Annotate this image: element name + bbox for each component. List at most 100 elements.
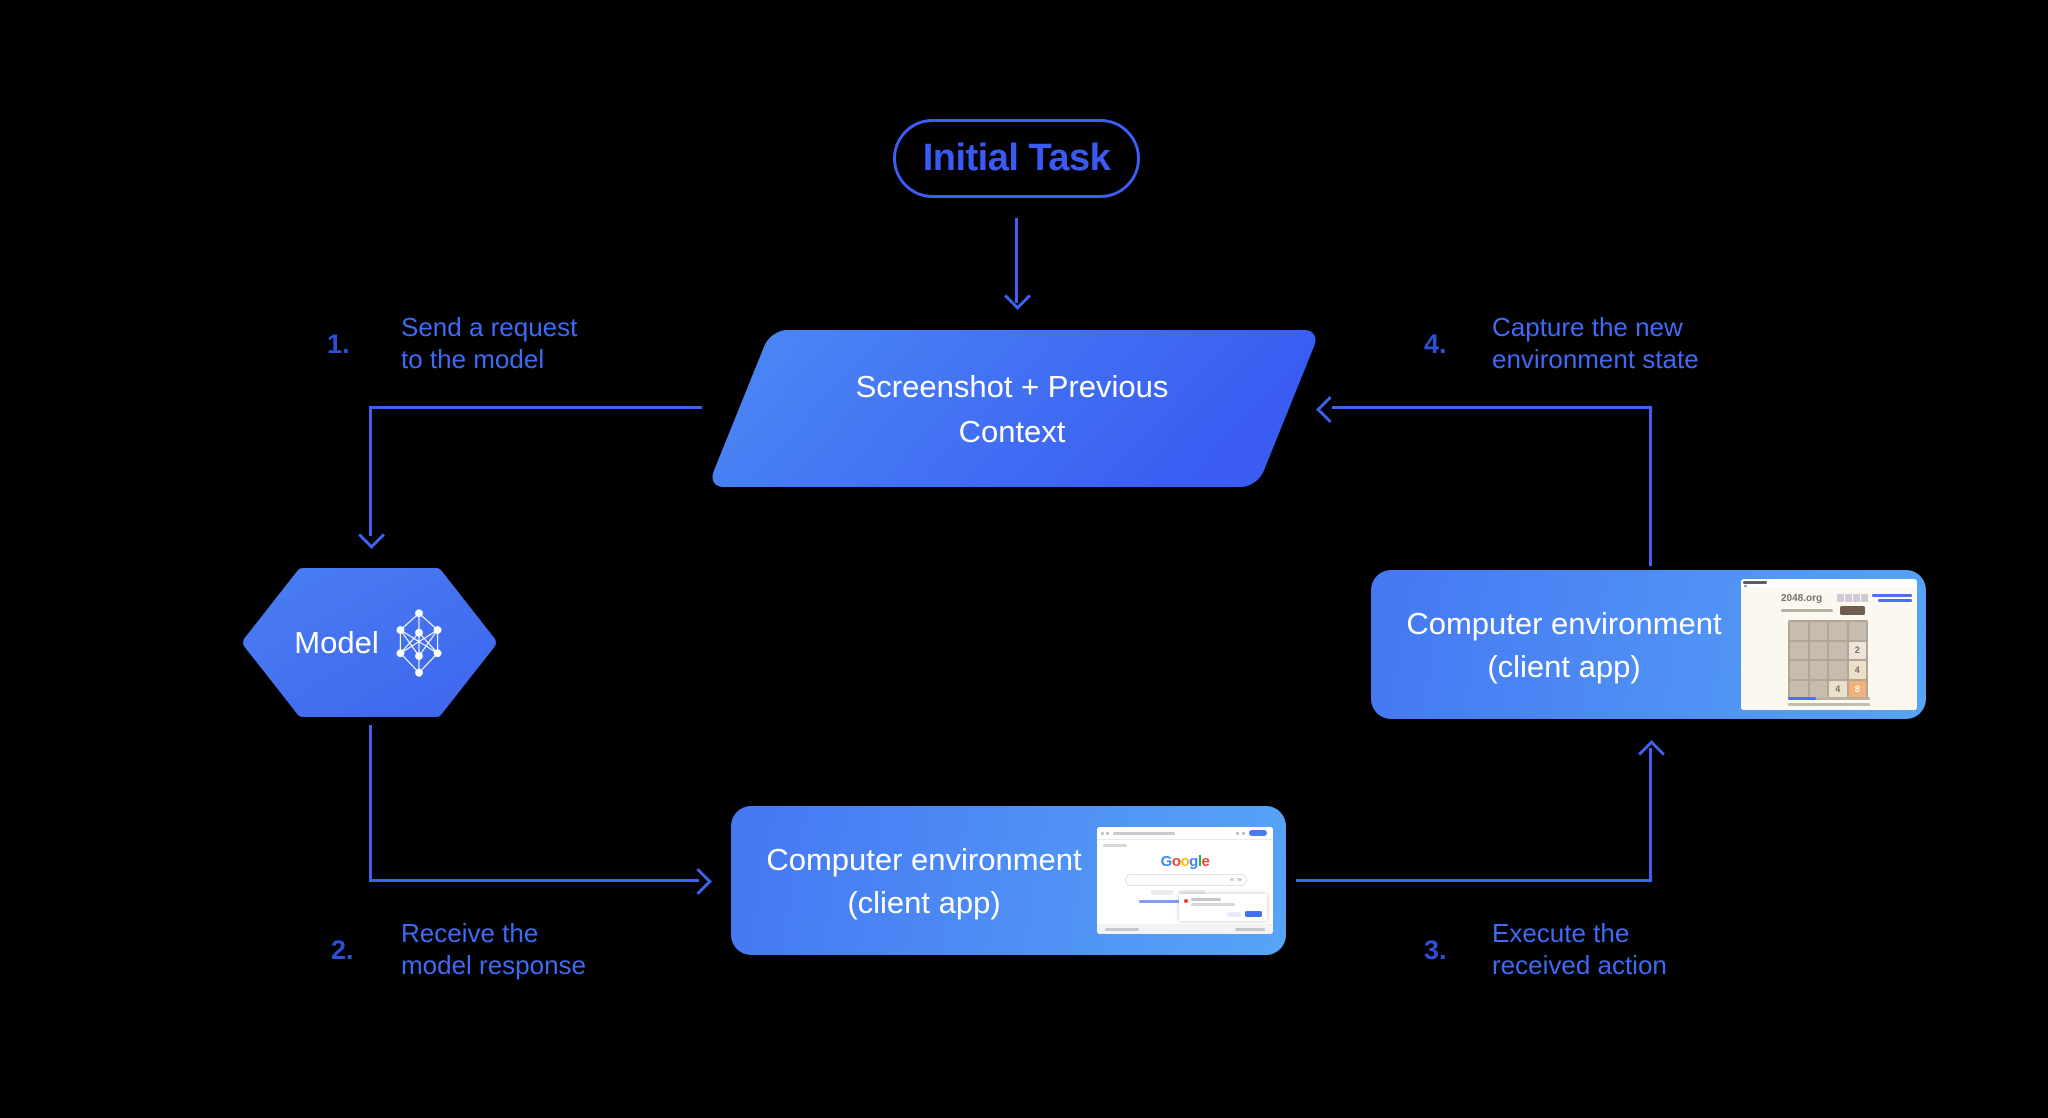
- grid-cell: [1809, 680, 1827, 698]
- cookie-dialog: [1179, 894, 1267, 921]
- arrow-context-to-model-h: [369, 406, 702, 409]
- google-favicon: [1184, 899, 1188, 903]
- grid-cell: [1809, 661, 1827, 679]
- env-bottom-label: Computer environment (client app): [749, 806, 1099, 955]
- score-box: [1845, 594, 1852, 602]
- screenshot-context-label: Screenshot + Previous Context: [705, 330, 1319, 487]
- step-1-label: Send a request to the model: [401, 311, 577, 375]
- cookie-text-line1: [1191, 898, 1221, 901]
- browser-tab-title: [1743, 581, 1767, 584]
- google-screenshot-thumbnail: Google: [1097, 827, 1273, 934]
- env-right-label: Computer environment (client app): [1389, 570, 1739, 719]
- arrow-model-to-env-v: [369, 725, 372, 882]
- grid-cell: [1790, 680, 1808, 698]
- game-page: 2048.org: [1741, 587, 1917, 710]
- header-links2: [1878, 599, 1912, 602]
- apps-icon: [1236, 832, 1239, 835]
- env-right-line2: (client app): [1487, 648, 1641, 684]
- grid-cell: [1790, 622, 1808, 640]
- arrow-context-to-model-v: [369, 406, 372, 536]
- new-game-button: [1840, 606, 1865, 615]
- menu-icon: [1242, 832, 1245, 835]
- grid-cell: [1848, 622, 1866, 640]
- favicon: [1744, 585, 1747, 588]
- env-right-line1: Computer environment: [1406, 605, 1722, 641]
- arrowhead-up-icon: [1638, 740, 1665, 767]
- env-bottom-line2: (client app): [847, 884, 1001, 920]
- footer-link: [1788, 697, 1816, 700]
- grid-cell: [1809, 641, 1827, 659]
- step-3-label: Execute the received action: [1492, 917, 1667, 981]
- grid-cell: [1829, 622, 1847, 640]
- footer-text: [1820, 697, 1870, 700]
- env-bottom-node: Computer environment (client app) Google: [731, 806, 1286, 955]
- initial-task-label: Initial Task: [922, 137, 1111, 179]
- search-input: [1125, 874, 1247, 886]
- model-node: [242, 568, 497, 717]
- google-logo: Google: [1160, 853, 1210, 870]
- grid-cell: [1829, 641, 1847, 659]
- step-2-label: Receive the model response: [401, 917, 586, 981]
- step-2-line2: model response: [401, 950, 586, 980]
- arrowhead-right-icon: [685, 868, 712, 895]
- gmail-link: [1103, 844, 1127, 847]
- step-1-line1: Send a request: [401, 312, 578, 342]
- step-4-line1: Capture the new: [1492, 312, 1683, 342]
- score-box: [1837, 594, 1844, 602]
- step-2-number: 2.: [331, 935, 354, 965]
- google-footer: [1097, 924, 1273, 934]
- arrow-task-to-context: [1015, 218, 1018, 303]
- grid-cell: [1790, 661, 1808, 679]
- forward-icon: [1106, 832, 1109, 835]
- step-4-line2: environment state: [1492, 344, 1699, 374]
- initial-task-node: Initial Task: [893, 119, 1140, 198]
- step-1-line2: to the model: [401, 344, 545, 374]
- step-4-label: Capture the new environment state: [1492, 311, 1699, 375]
- grid-cell: [1829, 661, 1847, 679]
- mic-icon: [1230, 878, 1234, 881]
- footer-links-left: [1105, 928, 1139, 931]
- arrow-env-to-env-h: [1296, 879, 1651, 882]
- tile-4: 4: [1848, 661, 1866, 679]
- tile-2: 2: [1848, 641, 1866, 659]
- keyboard-icon: [1237, 878, 1242, 881]
- arrow-model-to-env-h: [369, 879, 699, 882]
- env-bottom-line1: Computer environment: [766, 841, 1082, 877]
- intro-text: [1781, 609, 1833, 612]
- cookie-accept-button: [1245, 911, 1262, 917]
- screenshot-context-line1: Screenshot + Previous: [855, 368, 1169, 404]
- step-4-number: 4.: [1424, 329, 1447, 359]
- grid-cell: [1790, 641, 1808, 659]
- cookie-text-line2: [1191, 903, 1235, 906]
- url-bar: [1113, 832, 1175, 835]
- signin-button: [1249, 830, 1267, 836]
- screenshot-context-line2: Context: [958, 413, 1066, 449]
- arrowhead-down-icon: [358, 522, 385, 549]
- site-title: 2048.org: [1781, 593, 1823, 604]
- game-2048-screenshot-thumbnail: 2048.org: [1741, 579, 1917, 710]
- browser-toolbar: [1097, 827, 1273, 840]
- back-icon: [1101, 832, 1104, 835]
- search-button: [1151, 890, 1173, 895]
- game-grid: 2 4 4 8: [1788, 620, 1868, 700]
- footer-links-right: [1235, 928, 1265, 931]
- env-right-node: Computer environment (client app) 2048.o…: [1371, 570, 1926, 719]
- lucky-button: [1179, 890, 1205, 895]
- grid-cell: [1809, 622, 1827, 640]
- hexagon-shape: [243, 568, 496, 717]
- neural-network-icon: [396, 608, 442, 677]
- header-links: [1872, 594, 1912, 597]
- step-3-number: 3.: [1424, 935, 1447, 965]
- step-2-line1: Receive the: [401, 918, 539, 948]
- footer-text2: [1788, 703, 1870, 706]
- score-box: [1853, 594, 1860, 602]
- arrow-env-to-context-v: [1649, 406, 1652, 566]
- step-3-line1: Execute the: [1492, 918, 1630, 948]
- arrow-env-to-context-h: [1332, 406, 1652, 409]
- arrowhead-left-icon: [1316, 396, 1343, 423]
- score-box: [1861, 594, 1868, 602]
- model-node-content: Model: [242, 568, 497, 717]
- arrowhead-down-icon: [1004, 283, 1031, 310]
- model-label: Model: [294, 624, 379, 660]
